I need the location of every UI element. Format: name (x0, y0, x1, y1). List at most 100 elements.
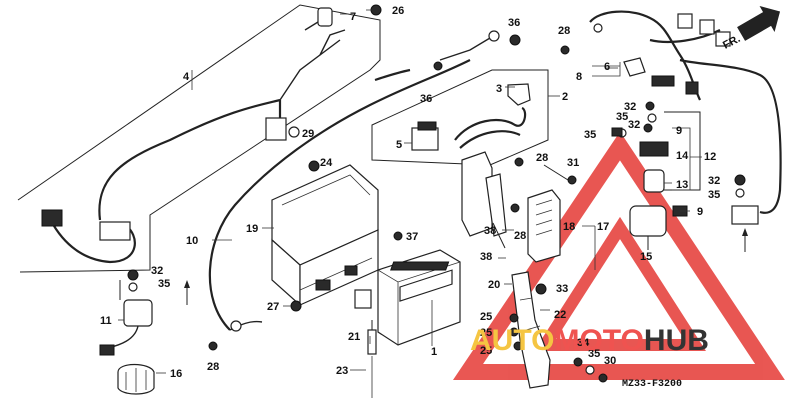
callout-28d: 28 (207, 361, 219, 373)
battery-case-19 (271, 164, 379, 307)
callout-numbers: 1 2 3 4 5 6 7 8 9 9 10 11 12 13 14 15 16… (100, 5, 720, 380)
callout-29: 29 (302, 128, 314, 140)
bolt-37 (393, 231, 403, 241)
washer-35-e (735, 188, 745, 198)
callout-8: 8 (576, 71, 582, 83)
bolt-31 (567, 175, 577, 185)
bolt-28-bottom (208, 341, 218, 351)
bracket-38 (461, 151, 507, 237)
starter-relay-11 (99, 269, 153, 356)
callout-32b: 32 (624, 101, 636, 113)
callout-38a: 38 (484, 225, 496, 237)
bolt-28-mid (514, 157, 524, 167)
callout-21: 21 (348, 331, 360, 343)
callout-20: 20 (488, 279, 500, 291)
nut-25-a (509, 313, 519, 323)
bolt-27 (290, 300, 302, 312)
bolt-24 (308, 160, 320, 172)
callout-6: 6 (604, 61, 610, 73)
callout-25a: 25 (480, 311, 492, 323)
callout-18: 18 (563, 221, 575, 233)
callout-9b: 9 (697, 206, 703, 218)
callout-26: 26 (392, 5, 404, 17)
callout-32a: 32 (151, 265, 163, 277)
callout-35b: 35 (616, 111, 628, 123)
diagram-code: MZ33-F3200 (622, 379, 682, 390)
connector-left (41, 209, 63, 227)
wire-harness-8 (589, 10, 782, 214)
washer-35-c (647, 113, 657, 123)
watermark-hub: HUB (644, 324, 709, 357)
callout-30: 30 (604, 355, 616, 367)
relay-14 (639, 141, 669, 157)
callout-31: 31 (567, 157, 579, 169)
callout-25c: 25 (480, 345, 492, 357)
bracket-22 (354, 289, 372, 309)
callout-25b: 25 (480, 327, 492, 339)
svg-text:AUTOMOTOHUB: AUTOMOTOHUB (470, 324, 709, 357)
front-direction-arrow (737, 6, 781, 41)
callout-33: 33 (556, 283, 568, 295)
callout-34: 34 (577, 337, 590, 349)
watermark-moto: MOTO (554, 324, 643, 357)
callout-35a: 35 (158, 278, 170, 290)
cable-plug (265, 117, 287, 141)
relay-5 (411, 121, 439, 151)
watermark-auto: AUTO (470, 324, 554, 357)
bolt-36 (433, 61, 443, 71)
callout-9a: 9 (676, 125, 682, 137)
callout-11: 11 (100, 315, 112, 327)
nut-32-b (645, 101, 655, 111)
callout-10: 10 (186, 235, 198, 247)
callout-36b: 36 (420, 93, 432, 105)
callout-28c: 28 (514, 230, 526, 242)
bolt-35-d (611, 127, 623, 137)
bolt-34 (573, 357, 583, 367)
callout-23: 23 (336, 365, 348, 377)
bolt-28-fuse (510, 203, 520, 213)
clip-3 (507, 83, 531, 106)
relay-15 (629, 205, 667, 250)
callout-28a: 28 (558, 25, 570, 37)
nut-32-d (734, 174, 746, 186)
rubber-boot-16 (117, 363, 155, 395)
callout-37: 37 (406, 231, 418, 243)
callout-7: 7 (350, 11, 356, 23)
washer-35-left (128, 282, 138, 292)
clip-6b (651, 75, 675, 87)
callout-17: 17 (597, 221, 609, 233)
callout-35d: 35 (708, 189, 720, 201)
clamp-6 (623, 57, 646, 77)
group-outline-2 (371, 69, 549, 166)
watermark-text: AUTOMOTOHUB (470, 324, 709, 357)
callout-38b: 38 (480, 251, 492, 263)
callout-32c: 32 (628, 119, 640, 131)
callout-16: 16 (170, 368, 182, 380)
callout-2: 2 (562, 91, 568, 103)
callout-28b: 28 (536, 152, 548, 164)
callout-27: 27 (267, 301, 279, 313)
nut-32-left (127, 269, 139, 281)
relay-box (99, 221, 131, 241)
callout-19: 19 (246, 223, 258, 235)
battery-1 (377, 249, 461, 346)
callout-1: 1 (431, 346, 437, 358)
pin-21 (367, 329, 377, 355)
nut-29 (288, 126, 300, 138)
callout-4: 4 (183, 71, 190, 83)
leader-lines (118, 9, 702, 374)
connector-right (731, 205, 759, 225)
callout-35e: 35 (588, 348, 600, 360)
bolt-36-top (509, 34, 521, 46)
battery-cable-10 (208, 30, 500, 332)
terminal-7 (317, 7, 333, 27)
callout-12: 12 (704, 151, 716, 163)
nut-25-c (513, 341, 523, 351)
callout-13: 13 (676, 179, 688, 191)
ground-cable (454, 106, 527, 149)
relay-13 (643, 169, 665, 193)
callout-35c: 35 (584, 129, 596, 141)
callout-15: 15 (640, 251, 652, 263)
